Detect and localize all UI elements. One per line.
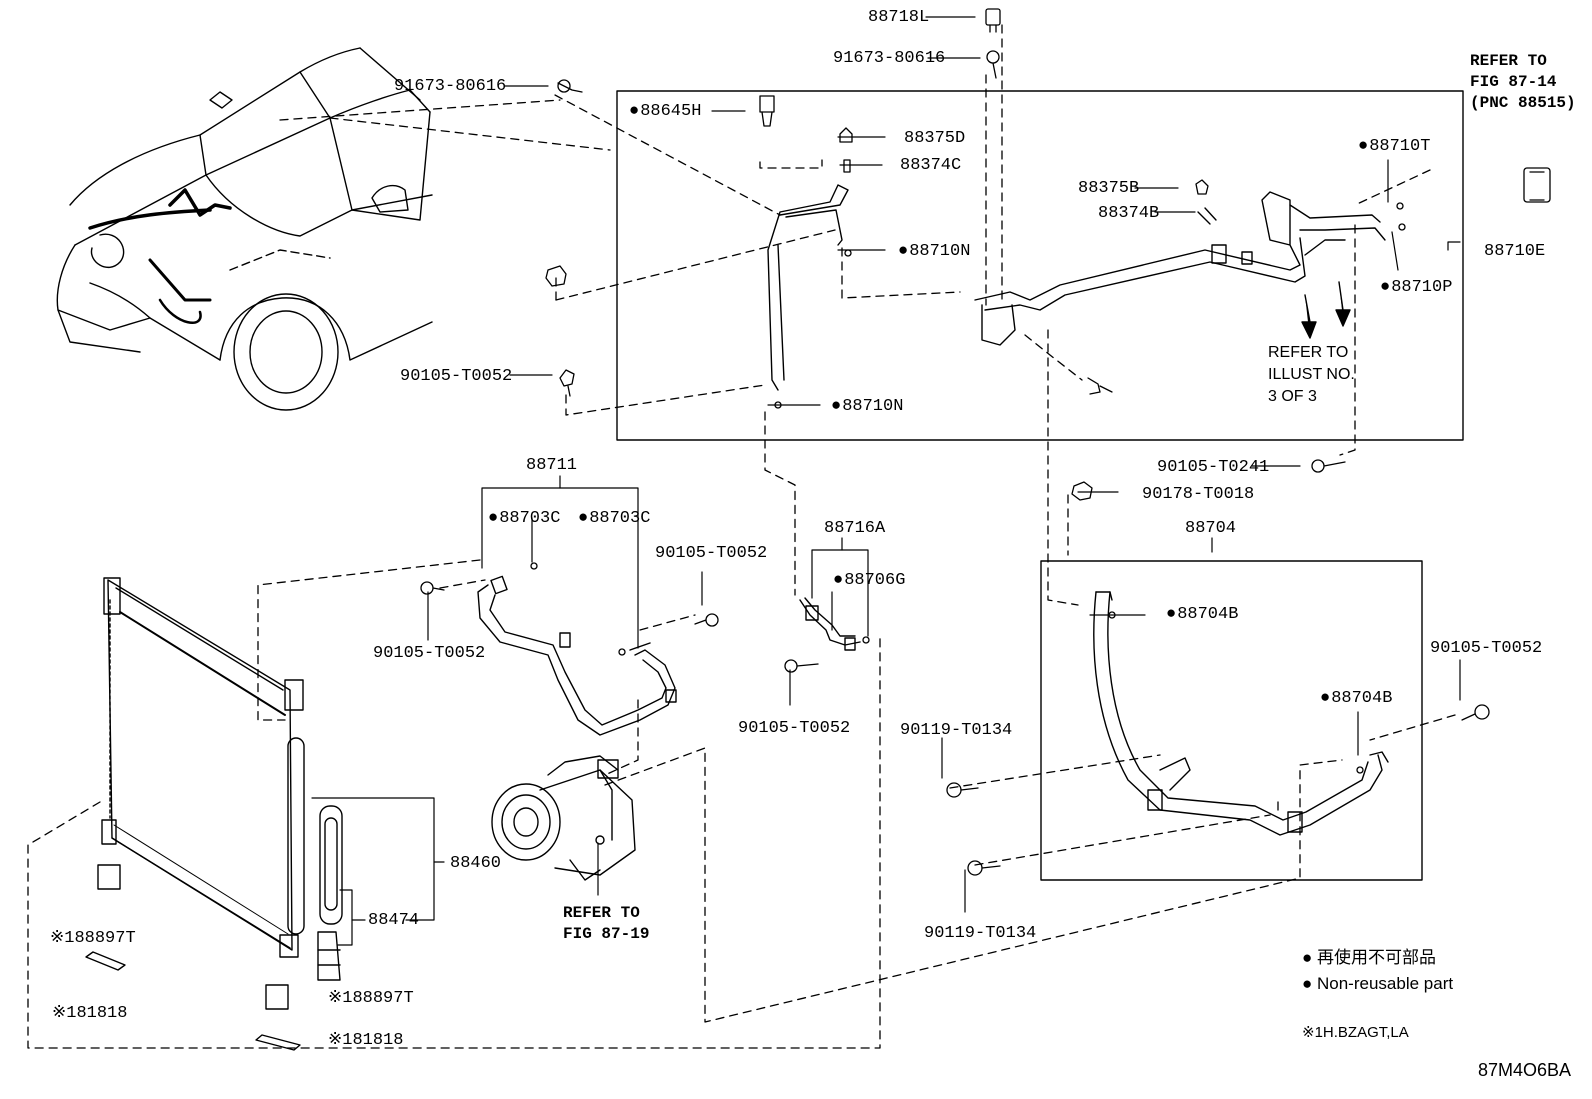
- box-88710E: [616, 90, 1464, 441]
- refer-fig-87-14: REFER TO FIG 87-14 (PNC 88515): [1470, 52, 1576, 112]
- part-88474: 88474: [368, 911, 420, 930]
- bullet-icon: ●: [1302, 974, 1317, 993]
- variant-note: ※1H.BZAGT,LA: [1302, 1024, 1409, 1041]
- part-88718L: 88718L: [868, 8, 930, 27]
- part-88716A: 88716A: [824, 519, 886, 538]
- part-88374C: 88374C: [900, 156, 962, 175]
- dashed-leaders: [27, 24, 1456, 1049]
- part-90178-T0018: 90178-T0018: [1142, 485, 1255, 504]
- part-88375D: 88375D: [904, 129, 966, 148]
- part-88460: 88460: [450, 854, 502, 873]
- part-88710N-upper: 88710N: [898, 243, 970, 260]
- solid-leaders: [311, 16, 1461, 946]
- condenser-88460: [85, 577, 343, 1051]
- refer-arrows: [1301, 281, 1351, 339]
- hose-88716A: [799, 597, 861, 651]
- part-88710E: 88710E: [1484, 242, 1546, 261]
- part-88375B: 88375B: [1078, 179, 1140, 198]
- vehicle-sketch: [56, 47, 433, 411]
- pipe-88710E: [767, 184, 1386, 391]
- refer-illust-3-of-3: REFER TO ILLUST NO. 3 OF 3: [1268, 344, 1355, 405]
- diagram-code: 87M4O6BA: [1478, 1060, 1572, 1080]
- part-90105-T0241: 90105-T0241: [1157, 458, 1270, 477]
- part-88710P: 88710P: [1380, 279, 1452, 296]
- pipe-88711: [477, 575, 677, 736]
- part-90105-T0052-left: 90105-T0052: [400, 367, 513, 386]
- part-188897T-left: ※188897T: [50, 929, 136, 948]
- part-181818-left: ※181818: [52, 1004, 128, 1023]
- part-90119-T0134-lower: 90119-T0134: [924, 924, 1037, 943]
- part-90105-T0052-center: 90105-T0052: [738, 719, 851, 738]
- part-181818-right: ※181818: [328, 1031, 404, 1050]
- hose-88704: [1093, 591, 1389, 836]
- part-90119-T0134-upper: 90119-T0134: [900, 721, 1013, 740]
- part-88703C-left: 88703C: [488, 510, 560, 527]
- part-90105-T0052-right: 90105-T0052: [1430, 639, 1543, 658]
- part-88706G: 88706G: [833, 572, 905, 589]
- bullet-icon: ●: [1302, 948, 1317, 967]
- part-188897T-right: ※188897T: [328, 989, 414, 1008]
- group-boxes: [616, 90, 1464, 881]
- legend-jp: ● 再使用不可部品: [1302, 948, 1436, 967]
- part-90105-T0052-mid-left: 90105-T0052: [373, 644, 486, 663]
- part-88704B-lower: 88704B: [1320, 690, 1392, 707]
- legend: ● 再使用不可部品 ● Non-reusable part: [1302, 945, 1453, 997]
- part-91673-80616-top: 91673-80616: [833, 49, 946, 68]
- part-88704B-upper: 88704B: [1166, 606, 1238, 623]
- part-88645H: 88645H: [629, 103, 701, 120]
- part-88710T: 88710T: [1358, 138, 1430, 155]
- part-88703C-right: 88703C: [578, 510, 650, 527]
- part-88711: 88711: [526, 456, 578, 475]
- fasteners: [420, 8, 1551, 876]
- part-90105-T0052-mid-right: 90105-T0052: [655, 544, 768, 563]
- compressor: [491, 755, 636, 881]
- part-88710N-lower: 88710N: [831, 398, 903, 415]
- part-88374B: 88374B: [1098, 204, 1160, 223]
- part-88704: 88704: [1185, 519, 1237, 538]
- refer-fig-87-19: REFER TO FIG 87-19: [563, 904, 650, 943]
- part-91673-80616-left: 91673-80616: [394, 77, 507, 96]
- box-88704: [1040, 560, 1423, 881]
- legend-en: ● Non-reusable part: [1302, 974, 1454, 993]
